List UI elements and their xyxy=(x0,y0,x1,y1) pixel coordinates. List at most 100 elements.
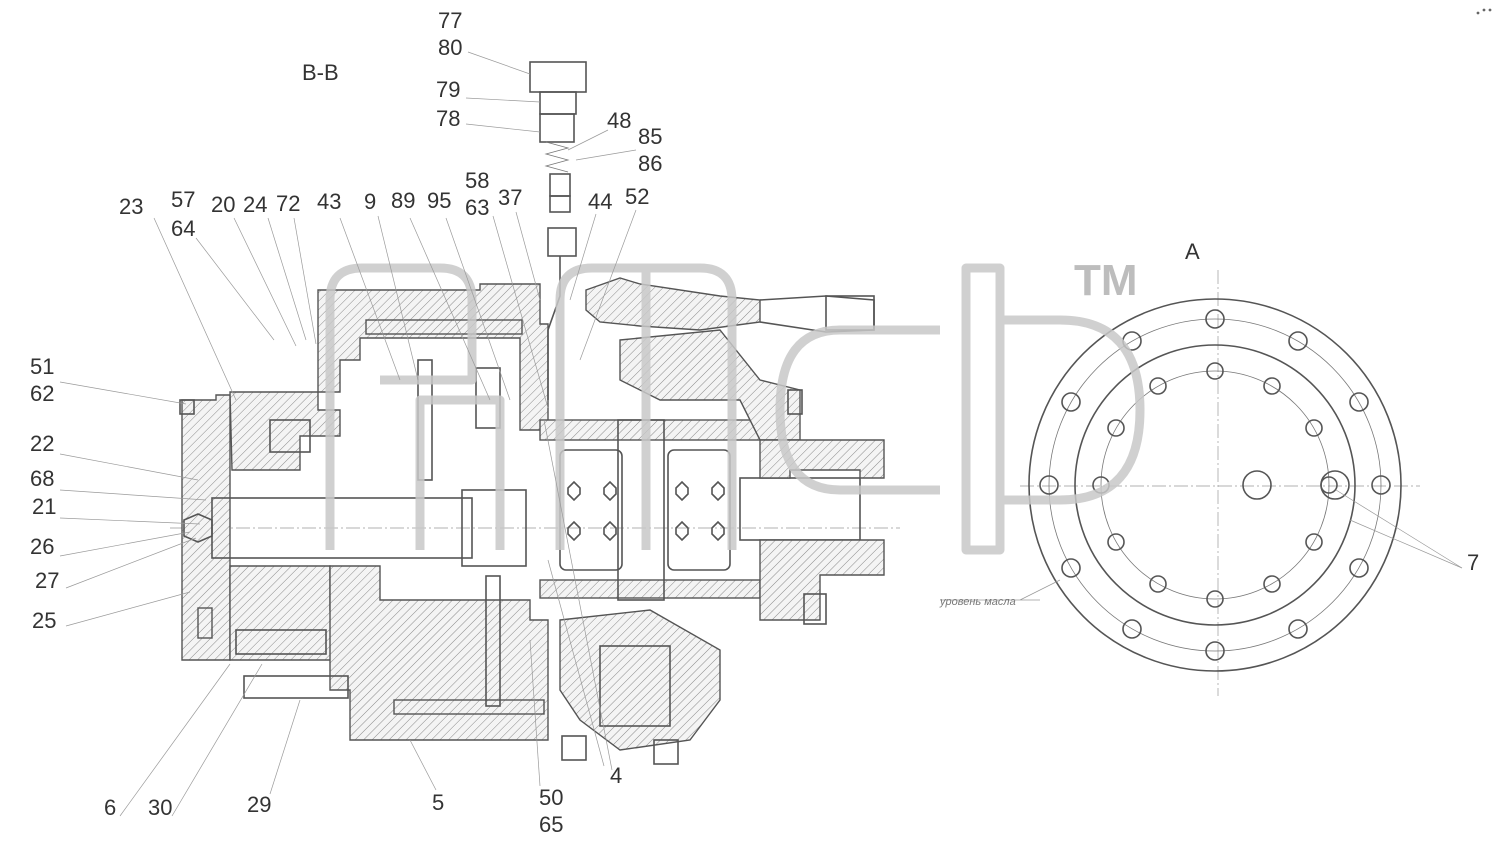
valve-thread xyxy=(539,113,575,143)
callout-72: 72 xyxy=(276,191,300,216)
callout-79: 79 xyxy=(436,77,460,102)
callout-24: 24 xyxy=(243,192,267,217)
corner-mark xyxy=(1476,8,1492,15)
gear-nut xyxy=(711,480,725,502)
planet-pin-lower xyxy=(235,629,327,655)
callout-63: 63 xyxy=(465,195,489,220)
shaft-collar xyxy=(461,489,527,567)
watermark-letter-3 xyxy=(555,263,737,550)
flange-outer-ring xyxy=(1028,298,1402,672)
valve-pipe xyxy=(547,256,561,400)
watermark-logo xyxy=(325,263,1145,555)
callout-64: 64 xyxy=(171,216,195,241)
callout-68: 68 xyxy=(30,466,54,491)
callout-58: 58 xyxy=(465,168,489,193)
watermark-letter-2 xyxy=(415,395,505,550)
brake-housing-top xyxy=(317,283,549,431)
callout-6: 6 xyxy=(104,795,116,820)
callout-48: 48 xyxy=(607,108,631,133)
callout-62: 62 xyxy=(30,381,54,406)
callout-86: 86 xyxy=(638,151,662,176)
drain-hole xyxy=(1242,470,1272,500)
callout-29: 29 xyxy=(247,792,271,817)
callout-77: 77 xyxy=(438,8,462,33)
valve-body xyxy=(539,91,577,115)
motor-bolt-right xyxy=(653,739,679,765)
lever-pin xyxy=(825,295,875,331)
oil-level-note: уровень масла xyxy=(939,596,1016,608)
left-upper-housing xyxy=(229,391,341,471)
gear-block-center xyxy=(617,419,665,601)
view-a-label: A xyxy=(1185,239,1200,264)
callout-30: 30 xyxy=(148,795,172,820)
valve-cap xyxy=(529,61,587,93)
callout-85: 85 xyxy=(638,124,662,149)
callout-78: 78 xyxy=(436,106,460,131)
lower-bolt xyxy=(243,675,349,699)
leader-lines xyxy=(59,51,1463,817)
outer-bolt-holes xyxy=(1039,309,1391,661)
section-bb-label: B-B xyxy=(302,60,339,85)
callout-37: 37 xyxy=(498,185,522,210)
motor-bolt-left xyxy=(561,735,587,761)
watermark-letter-4 xyxy=(775,325,940,495)
callout-labels: 77 80 79 78 48 85 86 58 63 37 44 52 23 5… xyxy=(30,8,1479,837)
hydraulic-motor-core xyxy=(599,645,671,727)
brake-drum-web-lower xyxy=(485,575,501,707)
right-housing-upper xyxy=(759,439,885,479)
gear-carrier-bottom xyxy=(539,579,761,599)
drain-plug xyxy=(803,593,827,625)
view-a-flange xyxy=(940,270,1420,696)
valve-spool-lower xyxy=(549,195,571,213)
valve-spool-upper xyxy=(549,173,571,197)
callout-21: 21 xyxy=(32,494,56,519)
gear-nut xyxy=(675,520,689,542)
callout-89: 89 xyxy=(391,188,415,213)
callout-43: 43 xyxy=(317,189,341,214)
hydraulic-motor-body xyxy=(559,609,721,751)
watermark-letter-1 xyxy=(325,263,477,550)
callout-57: 57 xyxy=(171,187,195,212)
callout-80: 80 xyxy=(438,35,462,60)
section-bb-assembly xyxy=(170,61,900,765)
callout-20: 20 xyxy=(211,192,235,217)
trademark-label: ТМ xyxy=(1074,256,1138,305)
flange-bolt-circle xyxy=(1048,318,1382,652)
callout-50: 50 xyxy=(539,785,563,810)
watermark-letter-5 xyxy=(961,263,1145,555)
callout-4: 4 xyxy=(610,763,622,788)
callout-5: 5 xyxy=(432,790,444,815)
right-bolt xyxy=(787,389,803,415)
callout-7: 7 xyxy=(1467,550,1479,575)
oil-level-leader xyxy=(940,579,1061,601)
brake-lining-bottom xyxy=(393,699,545,715)
hub-stud-circle xyxy=(1100,370,1330,600)
valve-fitting xyxy=(547,227,577,257)
hub-stud-nuts xyxy=(1092,362,1338,608)
callout-22: 22 xyxy=(30,431,54,456)
gear-nut xyxy=(675,480,689,502)
gear-nut xyxy=(603,520,617,542)
callout-25: 25 xyxy=(32,608,56,633)
gear-nut xyxy=(711,520,725,542)
callout-27: 27 xyxy=(35,568,59,593)
input-shaft xyxy=(211,497,473,559)
brake-lining-top xyxy=(365,319,523,335)
fill-hole xyxy=(1320,470,1350,500)
callout-26: 26 xyxy=(30,534,54,559)
gear-nut xyxy=(567,520,581,542)
callout-95: 95 xyxy=(427,188,451,213)
callout-65: 65 xyxy=(539,812,563,837)
callout-44: 44 xyxy=(588,189,612,214)
gear-nut xyxy=(603,480,617,502)
flange-bolt xyxy=(197,607,213,639)
gear-block-right xyxy=(667,449,731,571)
callout-23: 23 xyxy=(119,194,143,219)
vent-plug xyxy=(179,399,195,415)
valve-spring xyxy=(544,141,570,173)
planet-pin-upper xyxy=(269,419,311,453)
callout-51: 51 xyxy=(30,354,54,379)
right-housing-lower xyxy=(759,539,885,621)
